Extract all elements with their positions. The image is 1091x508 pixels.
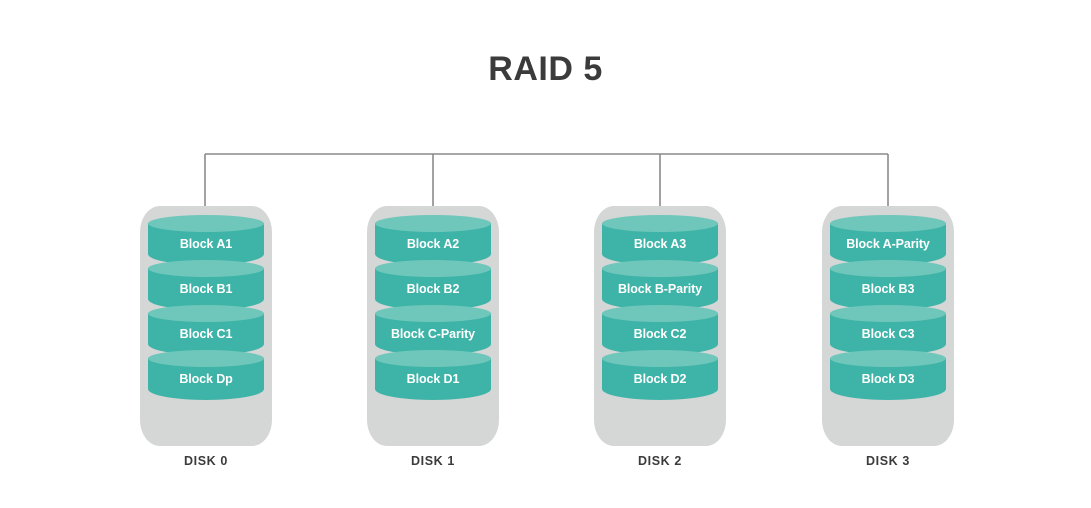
block-cylinder-top	[602, 305, 718, 322]
disk-block[interactable]: Block A2	[375, 215, 491, 267]
page-title: RAID 5	[488, 50, 603, 88]
block-cylinder-top	[830, 260, 946, 277]
block-cylinder-top	[602, 350, 718, 367]
disk-label-3: DISK 3	[866, 454, 910, 468]
block-label: Block A-Parity	[846, 237, 930, 251]
block-cylinder-top	[375, 215, 491, 232]
block-label: Block B3	[861, 282, 915, 296]
block-cylinder-top	[602, 215, 718, 232]
block-label: Block B2	[406, 282, 460, 296]
disk-block[interactable]: Block C-Parity	[375, 305, 491, 357]
block-label: Block D2	[633, 372, 687, 386]
disk-block[interactable]: Block B1	[148, 260, 264, 312]
disk-block[interactable]: Block Dp	[148, 350, 264, 402]
disk-block[interactable]: Block C3	[830, 305, 946, 357]
block-cylinder-top	[375, 350, 491, 367]
block-label: Block D1	[406, 372, 460, 386]
block-label: Block C3	[861, 327, 915, 341]
block-label: Block B1	[179, 282, 233, 296]
disk-block[interactable]: Block D2	[602, 350, 718, 402]
block-label: Block D3	[861, 372, 915, 386]
block-cylinder-top	[148, 350, 264, 367]
block-cylinder-top	[148, 260, 264, 277]
block-label: Block C-Parity	[390, 327, 476, 341]
block-label: Block B-Parity	[617, 282, 703, 296]
disk-block[interactable]: Block A-Parity	[830, 215, 946, 267]
block-label: Block C1	[179, 327, 233, 341]
disk-block[interactable]: Block A3	[602, 215, 718, 267]
disk-block[interactable]: Block A1	[148, 215, 264, 267]
block-label: Block A3	[633, 237, 687, 251]
block-stack: Block A1 Block B1 Block C1 Block Dp	[148, 215, 264, 437]
block-label: Block Dp	[179, 372, 233, 386]
disk-block[interactable]: Block C1	[148, 305, 264, 357]
disk-block[interactable]: Block D1	[375, 350, 491, 402]
block-cylinder-top	[602, 260, 718, 277]
disk-block[interactable]: Block B2	[375, 260, 491, 312]
block-cylinder-top	[148, 215, 264, 232]
block-cylinder-top	[148, 305, 264, 322]
block-label: Block C2	[633, 327, 687, 341]
disk-label-2: DISK 2	[638, 454, 682, 468]
disk-block[interactable]: Block B-Parity	[602, 260, 718, 312]
block-cylinder-top	[830, 215, 946, 232]
block-label: Block A1	[179, 237, 233, 251]
disk-block[interactable]: Block D3	[830, 350, 946, 402]
block-cylinder-top	[375, 260, 491, 277]
block-cylinder-top	[830, 350, 946, 367]
disk-block[interactable]: Block B3	[830, 260, 946, 312]
block-label: Block A2	[406, 237, 460, 251]
block-cylinder-top	[830, 305, 946, 322]
block-cylinder-top	[375, 305, 491, 322]
disk-label-0: DISK 0	[184, 454, 228, 468]
disk-block[interactable]: Block C2	[602, 305, 718, 357]
disk-label-1: DISK 1	[411, 454, 455, 468]
